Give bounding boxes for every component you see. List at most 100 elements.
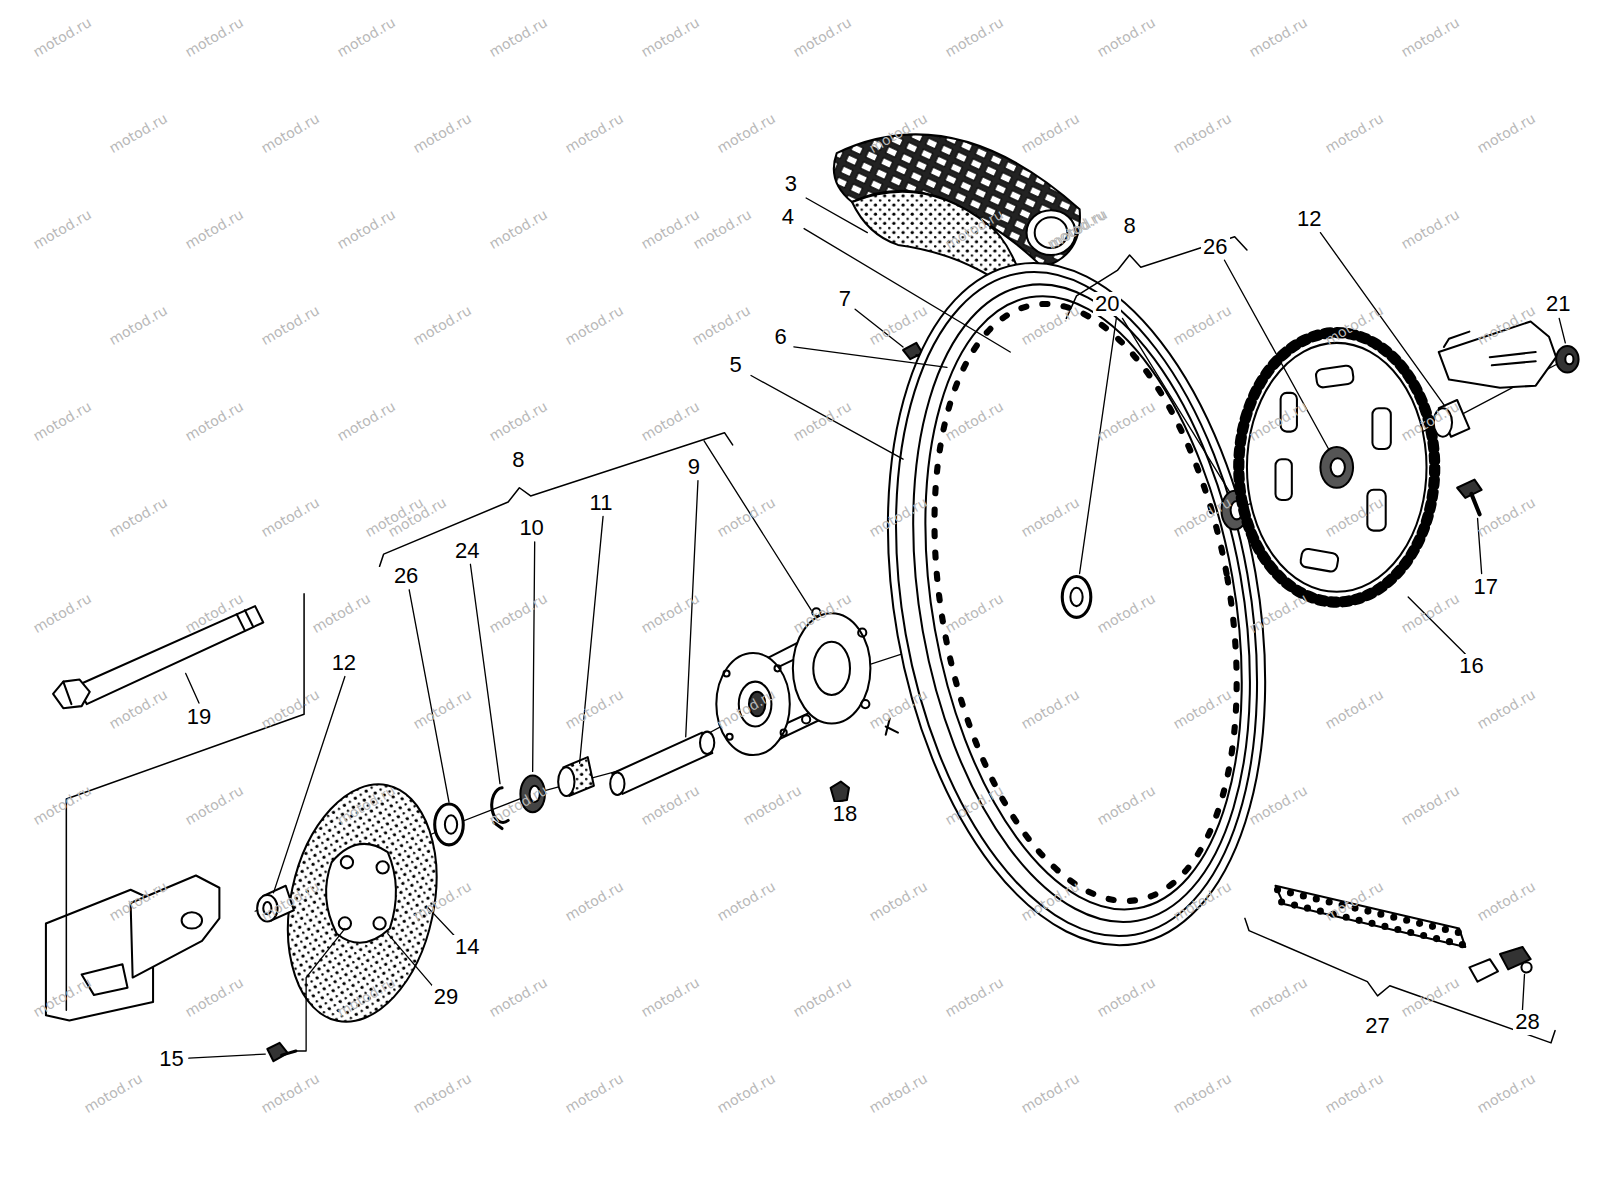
watermark: motod.ru [1323, 495, 1386, 539]
watermark: motod.ru [1171, 687, 1234, 731]
watermark: motod.ru [1399, 207, 1462, 251]
watermark: motod.ru [183, 207, 246, 251]
watermark: motod.ru [183, 15, 246, 59]
watermark: motod.ru [943, 399, 1006, 443]
watermark: motod.ru [107, 495, 170, 539]
watermark: motod.ru [1399, 399, 1462, 443]
watermark: motod.ru [715, 495, 778, 539]
watermark: motod.ru [259, 303, 322, 347]
watermark: motod.ru [691, 207, 754, 251]
watermark: motod.ru [411, 1071, 474, 1115]
watermark: motod.ru [107, 111, 170, 155]
watermark: motod.ru [31, 207, 94, 251]
watermark: motod.ru [1095, 15, 1158, 59]
watermark: motod.ru [1475, 687, 1538, 731]
callout-number: 16 [1457, 654, 1485, 678]
watermark: motod.ru [563, 879, 626, 923]
watermark: motod.ru [411, 687, 474, 731]
watermark: motod.ru [741, 783, 804, 827]
callout-number: 19 [185, 705, 213, 729]
callout-number: 27 [1363, 1014, 1391, 1038]
callout-number: 4 [780, 205, 796, 229]
watermark: motod.ru [1019, 1071, 1082, 1115]
watermark: motod.ru [335, 399, 398, 443]
watermark: motod.ru [487, 207, 550, 251]
watermark: motod.ru [107, 303, 170, 347]
watermark: motod.ru [1171, 303, 1234, 347]
watermark: motod.ru [791, 399, 854, 443]
watermark: motod.ru [31, 399, 94, 443]
watermark: motod.ru [639, 15, 702, 59]
watermark: motod.ru [639, 399, 702, 443]
watermark: motod.ru [639, 207, 702, 251]
callout-number: 14 [453, 935, 481, 959]
callout-number: 28 [1513, 1010, 1541, 1034]
watermark: motod.ru [1399, 783, 1462, 827]
watermark: motod.ru [943, 15, 1006, 59]
watermark: motod.ru [867, 879, 930, 923]
watermark: motod.ru [259, 687, 322, 731]
watermark: motod.ru [943, 207, 1006, 251]
callout-number: 29 [432, 985, 460, 1009]
watermark: motod.ru [1019, 111, 1082, 155]
callout-number: 8 [510, 448, 526, 472]
watermark: motod.ru [487, 783, 550, 827]
watermark: motod.ru [867, 303, 930, 347]
watermark: motod.ru [487, 15, 550, 59]
watermark: motod.ru [715, 111, 778, 155]
watermark: motod.ru [639, 783, 702, 827]
callout-number: 24 [453, 539, 481, 563]
watermark: motod.ru [1323, 687, 1386, 731]
watermark: motod.ru [715, 1071, 778, 1115]
watermark: motod.ru [639, 591, 702, 635]
watermark: motod.ru [791, 591, 854, 635]
watermark: motod.ru [1247, 975, 1310, 1019]
watermark: motod.ru [107, 879, 170, 923]
watermark: motod.ru [487, 399, 550, 443]
callout-number: 17 [1471, 575, 1499, 599]
watermark: motod.ru [639, 975, 702, 1019]
watermark: motod.ru [259, 1071, 322, 1115]
watermark: motod.ru [1171, 879, 1234, 923]
watermark: motod.ru [563, 687, 626, 731]
callout-number: 20 [1093, 292, 1121, 316]
watermark: motod.ru [1475, 495, 1538, 539]
watermark: motod.ru [943, 975, 1006, 1019]
watermark: motod.ru [1399, 591, 1462, 635]
watermark: motod.ru [563, 1071, 626, 1115]
watermark: motod.ru [1247, 15, 1310, 59]
watermark: motod.ru [1399, 975, 1462, 1019]
callout-number: 18 [831, 802, 859, 826]
watermark: motod.ru [335, 207, 398, 251]
watermark: motod.ru [1475, 303, 1538, 347]
watermark: motod.ru [715, 879, 778, 923]
watermark: motod.ru [335, 783, 398, 827]
watermark: motod.ru [690, 303, 753, 347]
watermark: motod.ru [867, 495, 930, 539]
watermark: motod.ru [411, 303, 474, 347]
watermark: motod.ru [867, 687, 930, 731]
watermark: motod.ru [1171, 111, 1234, 155]
watermark: motod.ru [1019, 495, 1082, 539]
watermark: motod.ru [31, 591, 94, 635]
watermark: motod.ru [183, 591, 246, 635]
callout-number: 9 [686, 455, 702, 479]
watermark: motod.ru [867, 111, 930, 155]
watermark: motod.ru [1323, 879, 1386, 923]
watermark: motod.ru [1475, 879, 1538, 923]
watermark: motod.ru [1019, 879, 1082, 923]
watermark: motod.ru [411, 879, 474, 923]
watermark: motod.ru [715, 687, 778, 731]
watermark: motod.ru [259, 879, 322, 923]
watermark: motod.ru [487, 591, 550, 635]
watermark: motod.ru [82, 1071, 145, 1115]
callout-number: 21 [1544, 292, 1572, 316]
watermark: motod.ru [1095, 399, 1158, 443]
callout-number: 10 [517, 516, 545, 540]
watermark: motod.ru [31, 783, 94, 827]
watermark: motod.ru [310, 591, 373, 635]
watermark: motod.ru [1019, 687, 1082, 731]
watermark: motod.ru [259, 111, 322, 155]
watermark: motod.ru [1323, 1071, 1386, 1115]
